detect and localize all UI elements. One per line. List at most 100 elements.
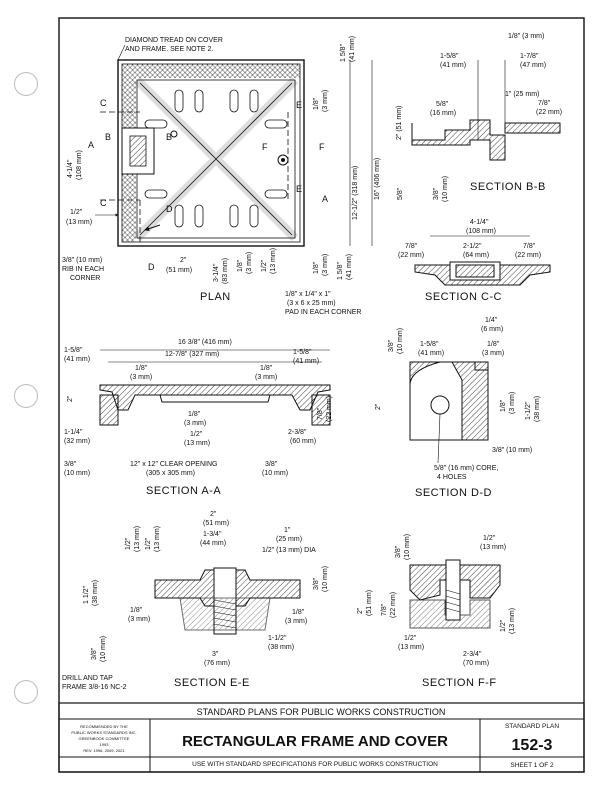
cut-label-b-right: B: [166, 132, 172, 142]
cc-dim-7-8-left: 7/8": [405, 243, 418, 250]
plan-dim-1-2-bottom: 1/2": [261, 259, 268, 272]
dd-dim-1-5-8: 1-5/8": [420, 341, 439, 348]
aa-dim-1-1-4: 1-1/4": [64, 429, 83, 436]
aa-dim-3-mid: (3 mm): [184, 420, 206, 427]
ff-dim-22: (22 mm): [390, 592, 397, 618]
ff-dim-13-side: (13 mm): [509, 608, 516, 634]
aa-dim-10-left: (10 mm): [64, 470, 90, 477]
bb-dim-22: (22 mm): [536, 109, 562, 116]
plan-dim-1-2: 1/2": [70, 209, 83, 216]
plan-dim-3-1-4: 3-1/4": [213, 263, 220, 282]
org-line-3: GREENBOOK COMMITTEE: [79, 736, 130, 741]
pad-note-line-3: PAD IN EACH CORNER: [285, 309, 362, 316]
ff-dim-13-bottom: (13 mm): [398, 644, 424, 651]
aa-dim-13-mid: (13 mm): [184, 440, 210, 447]
plan-dim-16: 16" (406 mm): [374, 158, 381, 200]
ee-dim-1-2-b: 1/2": [145, 537, 152, 550]
dd-dim-38: (38 mm): [534, 396, 541, 422]
sheet-number: SHEET 1 OF 2: [510, 762, 554, 769]
plan-view: C C B B A A E E F F D D DIAMOND TREAD ON…: [62, 36, 381, 316]
dd-dim-3-8-left: 3/8": [388, 339, 395, 352]
rib-note-line-1: 3/8" (10 mm): [62, 257, 102, 264]
cut-label-f-left: F: [262, 142, 268, 152]
bb-dim-1in: 1" (25 mm): [505, 91, 539, 98]
aa-clear-opening-mm: (305 x 305 mm): [146, 470, 195, 477]
plan-dim-1-5-8-bottom: 1 5/8": [337, 261, 344, 280]
aa-dim-12-7-8: 12-7/8" (327 mm): [165, 351, 219, 358]
drill-note-line-2: FRAME 3/8-16 NC-2: [62, 684, 127, 691]
dd-dim-41: (41 mm): [418, 350, 444, 357]
ff-dim-1-2-top: 1/2": [483, 535, 496, 542]
title-block-header: STANDARD PLANS FOR PUBLIC WORKS CONSTRUC…: [197, 707, 446, 717]
ee-dim-51: (51 mm): [203, 520, 229, 527]
dd-dim-6: (6 mm): [481, 326, 503, 333]
plan-dim-1-8-bottom: 1/8": [313, 261, 320, 274]
bb-dim-7-8: 7/8": [538, 100, 551, 107]
ee-dim-3-8-left: 3/8": [91, 647, 98, 660]
ff-dim-70: (70 mm): [463, 660, 489, 667]
cut-label-a-left: A: [88, 140, 94, 150]
org-line-4: 1993: [100, 742, 110, 747]
aa-dim-3-left: (3 mm): [130, 374, 152, 381]
section-ee-title: SECTION E-E: [174, 677, 250, 689]
ff-dim-2-3-4: 2-3/4": [463, 651, 482, 658]
cc-dim-7-8-right: 7/8": [523, 243, 536, 250]
cut-label-d-top: D: [166, 204, 173, 214]
ff-dim-13-top: (13 mm): [480, 544, 506, 551]
aa-dim-1-2-mid: 1/2": [190, 431, 203, 438]
dd-dim-3-side: (3 mm): [509, 392, 516, 414]
diamond-note-line-2: AND FRAME. SEE NOTE 2.: [125, 46, 213, 53]
ee-dim-13-b: (13 mm): [154, 526, 161, 552]
section-e-e: 2" (51 mm) 1-3/4" (44 mm) 1" (25 mm) 1/2…: [62, 511, 329, 691]
org-line-2: PUBLIC WORKS STANDARDS INC.: [71, 730, 136, 735]
plan-dim-13-bottom: (13 mm): [270, 248, 277, 274]
plan-dim-3-bottom: (3 mm): [322, 254, 329, 276]
ee-dim-1-3-4: 1-3/4": [203, 531, 222, 538]
plan-dim-51: (51 mm): [166, 267, 192, 274]
dd-dim-10-left: (10 mm): [397, 328, 404, 354]
ee-dim-3-8-right: 3/8": [313, 577, 320, 590]
cut-label-a-right: A: [322, 194, 328, 204]
section-cc-title: SECTION C-C: [425, 291, 502, 303]
dd-dim-1-8-side: 1/8": [500, 399, 507, 412]
plan-dim-4-1-4: 4-1/4": [67, 159, 74, 178]
org-line-5: REV. 1996, 2009, 2021: [83, 748, 125, 753]
bb-dim-5-8-v: 5/8": [397, 187, 404, 200]
cc-dim-22-right: (22 mm): [515, 252, 541, 259]
bb-dim-41: (41 mm): [440, 62, 466, 69]
cut-label-c-top: C: [100, 98, 107, 108]
bb-dim-1-7-8: 1-7/8": [520, 53, 539, 60]
plan-dim-41-bottom: (41 mm): [346, 254, 353, 280]
aa-dim-1-8-right: 1/8": [260, 365, 273, 372]
bb-dim-10-v: (10 mm): [442, 176, 449, 202]
ff-dim-1-2-bottom: 1/2": [404, 635, 417, 642]
ee-dim-38-v: (38 mm): [92, 580, 99, 606]
ee-dim-3-left: (3 mm): [128, 616, 150, 623]
ee-dim-2in: 2": [210, 511, 217, 518]
section-a-a: 16 3/8" (416 mm) 12-7/8" (327 mm) 1-5/8"…: [64, 339, 333, 497]
ff-dim-2in: 2": [357, 607, 364, 614]
diamond-note-line-1: DIAMOND TREAD ON COVER: [125, 37, 223, 44]
aa-dim-1-8-mid: 1/8": [188, 411, 201, 418]
plan-dim-1-8-mid: 1/8": [237, 259, 244, 272]
dd-dim-1-1-2: 1-1/2": [525, 401, 532, 420]
cc-dim-64: (64 mm): [463, 252, 489, 259]
ee-dim-3-right: (3 mm): [285, 618, 307, 625]
bb-dim-47: (47 mm): [520, 62, 546, 69]
aa-dim-2in: 2": [67, 395, 74, 402]
ee-dim-38: (38 mm): [268, 644, 294, 651]
aa-dim-7-8: 7/8": [317, 407, 324, 420]
ee-dim-25: (25 mm): [276, 536, 302, 543]
section-c-c: 4-1/4" (108 mm) 7/8" (22 mm) 2-1/2" (64 …: [398, 219, 551, 303]
ff-dim-51: (51 mm): [366, 590, 373, 616]
cut-label-f-right: F: [319, 142, 325, 152]
rib-note-line-2: RIB IN EACH: [62, 266, 104, 273]
aa-dim-1-5-8-left: 1-5/8": [64, 347, 83, 354]
ee-dim-1in: 1": [284, 527, 291, 534]
plan-dim-83: (83 mm): [222, 258, 229, 284]
bb-dim-5-8: 5/8": [436, 101, 449, 108]
section-bb-title: SECTION B-B: [470, 181, 546, 193]
aa-dim-2-3-8: 2-3/8": [288, 429, 307, 436]
ee-dim-76: (76 mm): [204, 660, 230, 667]
